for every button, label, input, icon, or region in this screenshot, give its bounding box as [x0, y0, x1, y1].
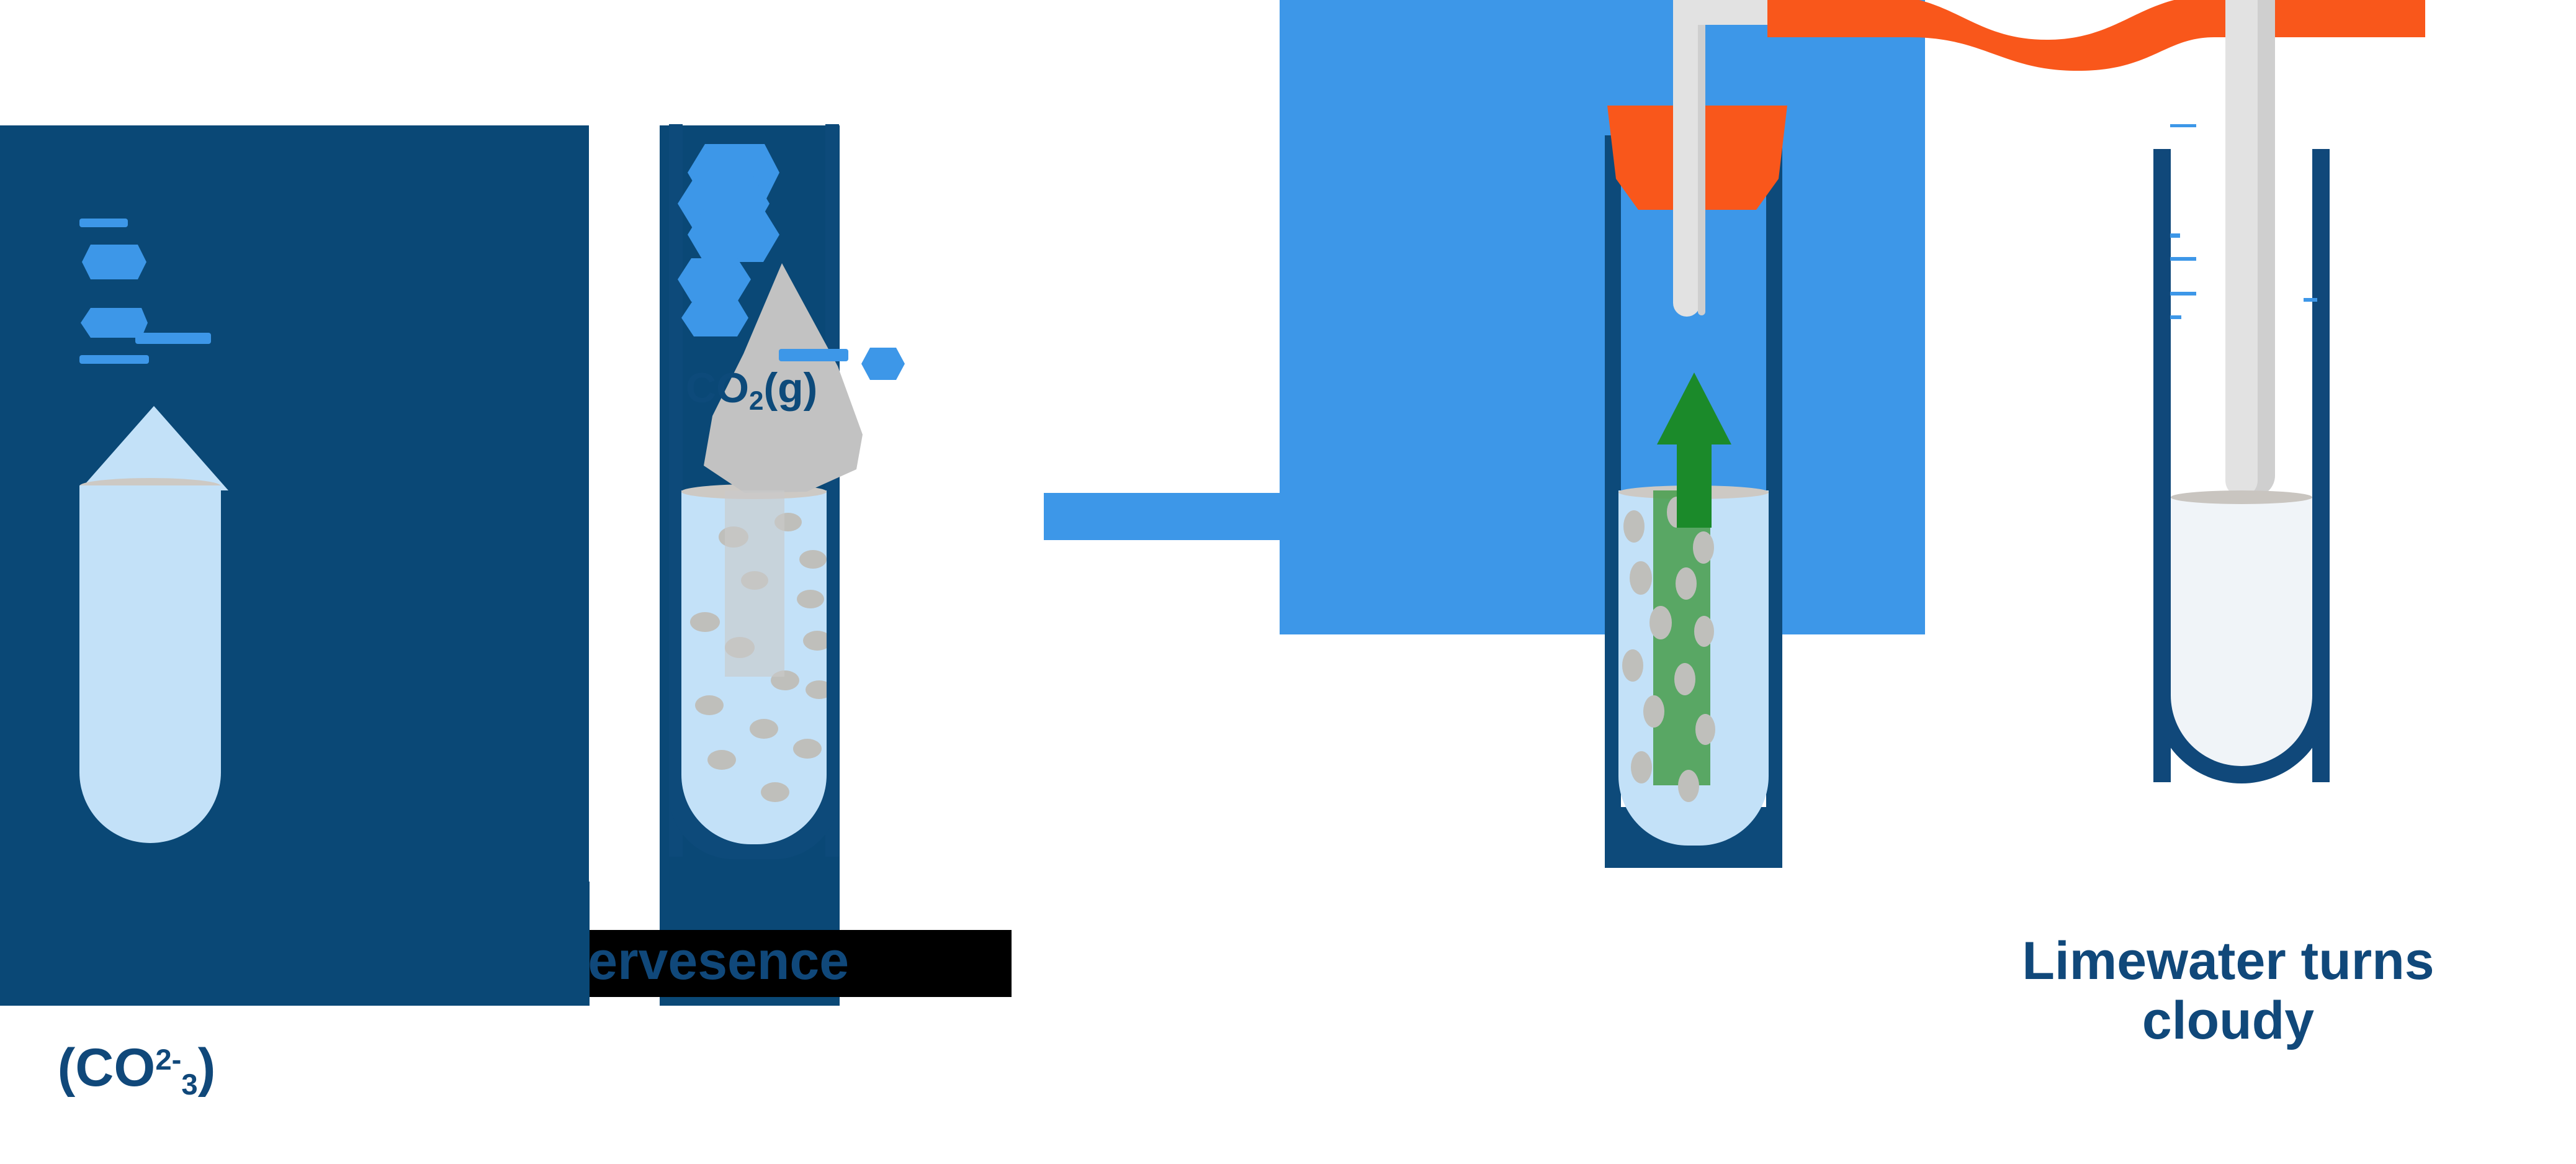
marker-dash-1b — [79, 219, 128, 227]
bubble — [1693, 531, 1714, 564]
caption-limewater-line2: cloudy — [2142, 991, 2315, 1051]
caption-carbonate-count: 3 — [181, 1068, 198, 1102]
effervescence-stream — [725, 490, 784, 677]
caption-limewater-line1: Limewater turns — [2022, 931, 2435, 991]
bubble — [1643, 695, 1664, 728]
tube-two-glass-left — [669, 124, 683, 857]
graduation-tick — [2170, 124, 2196, 127]
bubble — [1622, 649, 1643, 682]
bubble — [1631, 751, 1652, 783]
effervescence-plume — [704, 263, 863, 493]
graduation-tick — [2170, 292, 2196, 296]
bubble — [690, 612, 720, 632]
bubble — [1674, 663, 1695, 695]
stage-one-group: (CO2-3) — [0, 0, 596, 1164]
graduation-tick — [2170, 233, 2180, 238]
bubble — [797, 590, 824, 608]
gas-label-co2-formula: CO — [686, 364, 749, 412]
bubble — [1676, 567, 1697, 600]
bubble — [1649, 606, 1672, 639]
blue-panel-tab — [1044, 493, 1281, 540]
tube-three-bubble-layer — [1618, 490, 1769, 846]
marker-dash-2b — [135, 333, 211, 344]
bubble — [1623, 510, 1645, 543]
caption-effervescence-text: ffervesence — [552, 931, 850, 991]
caption-highlight — [577, 930, 1012, 997]
graduation-tick — [2170, 257, 2196, 261]
tube-three-glass-right — [1766, 135, 1782, 868]
tube-four-meniscus — [2171, 490, 2312, 504]
gas-particle-3 — [688, 209, 779, 262]
caption-carbonate-open: (CO — [57, 1038, 156, 1098]
caption-limewater: Limewater turns cloudy — [1880, 931, 2576, 1051]
tube-three-glass-left — [1605, 135, 1621, 868]
gas-label-co2-sub: 2 — [749, 386, 764, 415]
gas-particle-dash — [779, 349, 848, 361]
bubble — [761, 782, 789, 802]
graduation-tick — [2304, 298, 2317, 302]
gas-label-co2-state: (g) — [763, 364, 818, 412]
gas-particle-6 — [861, 348, 905, 380]
bubble — [1695, 714, 1715, 745]
bubble — [803, 631, 827, 651]
bubble — [695, 695, 724, 715]
graduation-tick — [2170, 315, 2181, 319]
bubble — [750, 719, 778, 739]
caption-carbonate-close: ) — [197, 1038, 216, 1098]
tube-one-liquid — [79, 485, 221, 843]
bubble — [1630, 561, 1652, 595]
caption-effervescence: ffervesence — [552, 931, 1024, 991]
bubble — [793, 739, 822, 759]
occluding-navy-panel-two-lower — [532, 882, 590, 1006]
marker-hex-1b — [82, 245, 146, 279]
gas-flow-arrow-icon — [1657, 372, 1731, 528]
marker-hex-2b — [81, 308, 148, 338]
tube-four-liquid — [2171, 497, 2312, 766]
tube-one-cone-top — [79, 406, 228, 490]
gas-particle-5 — [681, 299, 748, 336]
delivery-tube-vertical — [1673, 0, 1700, 317]
delivery-tube-vertical-edge — [1698, 0, 1705, 315]
caption-carbonate: (CO2-3) — [0, 1038, 273, 1102]
gas-particle-4 — [678, 258, 751, 302]
tube-two-glass-right — [825, 124, 839, 857]
marker-dash-3b — [79, 355, 149, 364]
caption-carbonate-charge: 2- — [155, 1044, 182, 1076]
limewater-tube-inlet — [2225, 0, 2258, 497]
bubble — [799, 550, 827, 569]
gas-label-co2: CO2(g) — [686, 364, 817, 416]
bubble — [806, 680, 827, 699]
bubble — [1694, 616, 1714, 647]
bubble — [707, 750, 736, 770]
bubble — [1678, 770, 1699, 802]
occluding-blue-panel — [1280, 0, 1925, 634]
stage-two-group: CO2(g) ffervesence — [0, 0, 1055, 1164]
